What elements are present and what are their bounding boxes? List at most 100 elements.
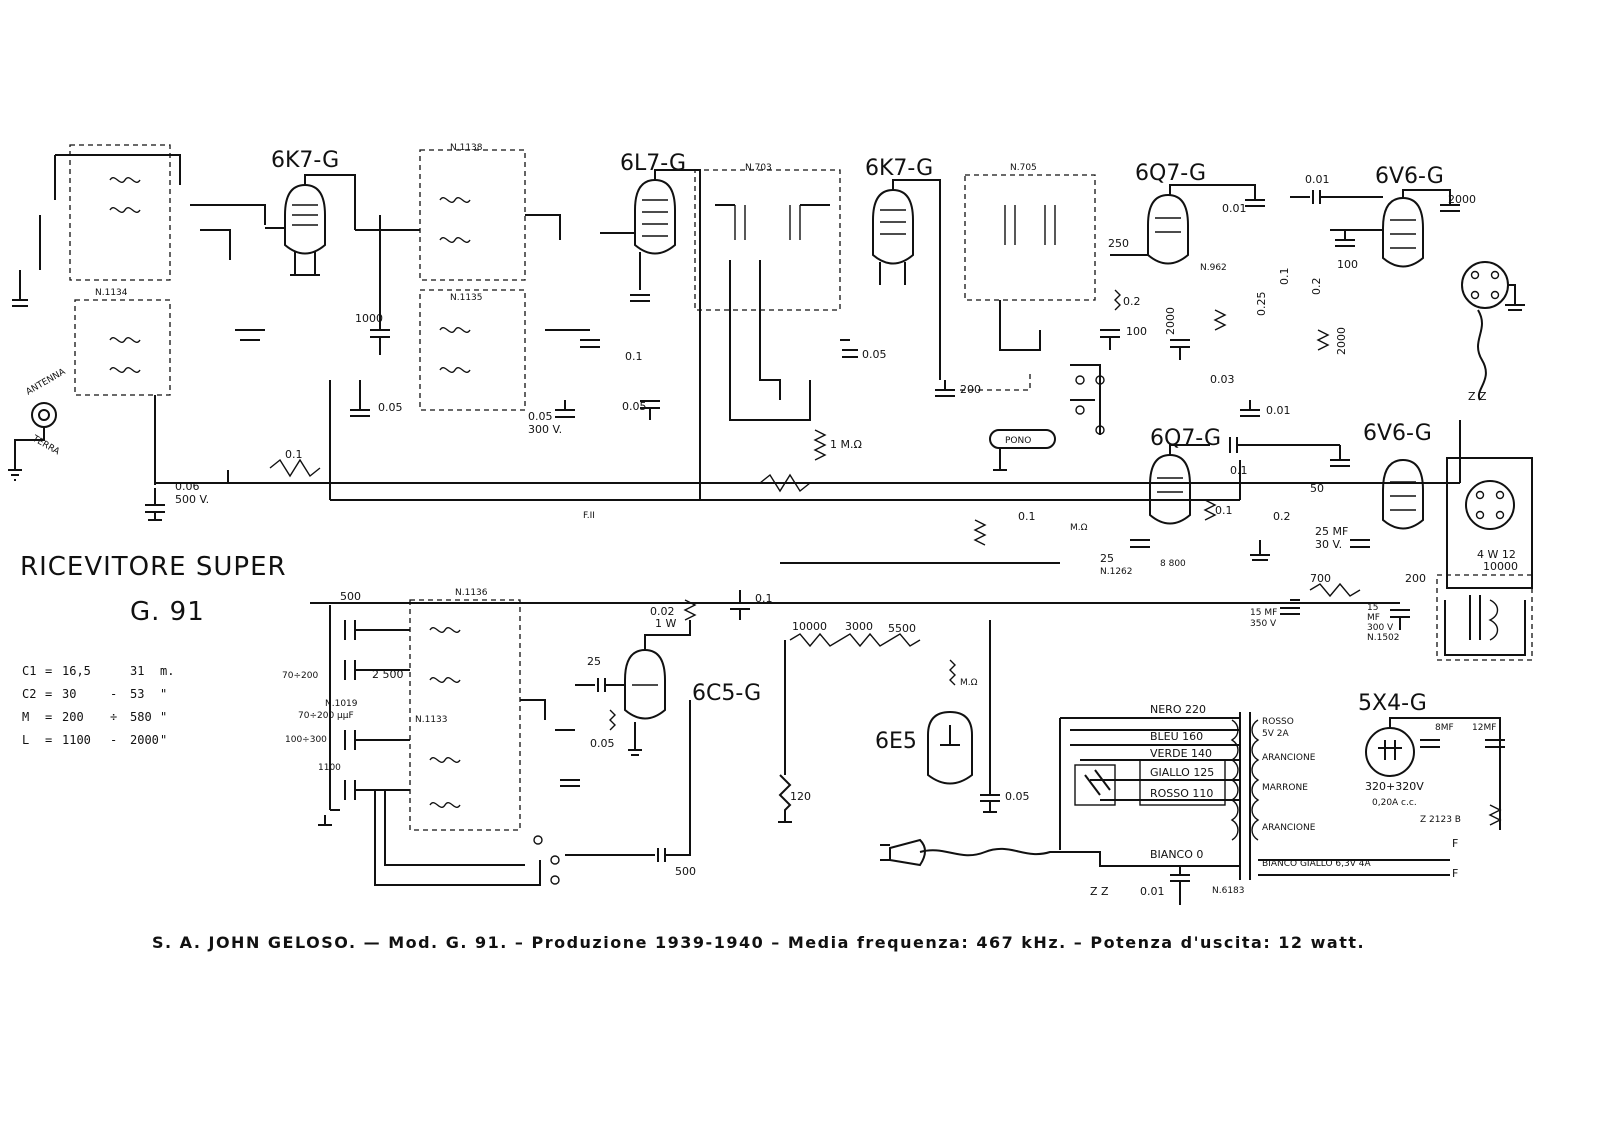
c-0-05f-label: 0.05 [1005,790,1030,803]
tube-6q7g-bottom-label: 6Q7-G [1150,426,1221,451]
range-unit: " [160,733,167,747]
range-unit: " [160,687,167,701]
range-unit: m. [160,664,174,678]
coil-n703-label: N.703 [745,163,772,173]
tube-6q7g-bottom: 6Q7-G 0.1 0.1 25 N.1262 0.2 8 800 0.1 M.… [1018,426,1340,577]
tube-6v6g-top-label: 6V6-G [1375,164,1444,189]
range-to: 53 [130,687,144,701]
c-0-2c-label: 0.2 [1273,510,1291,523]
r-5500-label: 5500 [888,622,916,635]
c-2000b-label: 2000 [1335,327,1348,355]
range-band: L [22,733,29,747]
r-3000-label: 3000 [845,620,873,633]
tube-6e5-label: 6E5 [875,729,917,754]
c-300v-label: 300 V. [528,423,562,436]
c-0-1d-label: 0.1 [1230,464,1248,477]
c-0-25-label: 0.25 [1255,292,1268,317]
f1-label: F [1452,837,1458,850]
range-sep: - [110,687,117,701]
if-coil-705: N.705 PONO [960,163,1105,546]
sec-rosso-label: ROSSO [1262,717,1294,727]
tap-rosso-label: ROSSO 110 [1150,787,1213,800]
range-unit: " [160,710,167,724]
range-from: 16,5 [62,664,91,678]
c-350v-label: 350 V [1250,619,1277,629]
r-10000-label: 10000 [792,620,827,633]
c-0-1a-label: 0.1 [285,448,303,461]
c-15-label: 15 [1367,603,1378,613]
c-0-05a-label: 0.05 [378,401,403,414]
c-0-2a-label: 0.2 [1123,295,1141,308]
coil-n1136-label: N.1136 [455,588,488,598]
tube-6q7g-top-label: 6Q7-G [1135,161,1206,186]
c-0-1e-label: 0.1 [1018,510,1036,523]
range-band: C1 [22,664,36,678]
c-800-label: 8 800 [1160,559,1186,569]
zz-top-label: Z Z [1468,390,1487,403]
range-to: 31 [130,664,144,678]
r-0-1-label: 0.1 [1215,504,1233,517]
antenna-label: ANTENNA [25,367,69,398]
tube-6k7g-rf: 6K7-G [265,148,356,276]
r-120-label: 120 [790,790,811,803]
b-plus-rail [155,380,1461,604]
tube-6l7g-label: 6L7-G [620,151,686,176]
coil-n1135-label: N.1135 [450,293,483,303]
c-500v-label: 500 V. [175,493,209,506]
c-8mf-label: 8MF [1435,723,1454,733]
pono-label: PONO [1005,436,1031,446]
range-band: M [22,710,29,724]
c-12mf-label: 12MF [1472,723,1496,733]
range-to: 2000 [130,733,159,747]
tap-nero-label: NERO 220 [1150,703,1206,716]
c-part-label: F.II [583,511,595,521]
c-0-01c-label: 0.01 [1305,173,1330,186]
c-25a-label: 25 [1100,552,1114,565]
tube-6k7g-if-label: 6K7-G [865,156,933,181]
zz-bottom-label: Z Z [1090,885,1109,898]
if-coils-1138-1135: N.1138 N.1135 1000 0.05 0.05 300 V. 0.1 [227,143,600,483]
c-100b-label: 100 [1337,258,1358,271]
c-0-1b-label: 0.1 [625,350,643,363]
tube-6l7g: 6L7-G 0.1 0.05 F.II [583,151,701,521]
tap-giallo-label: GIALLO 125 [1150,766,1214,779]
r-200-label: 200 [1405,572,1426,585]
sec-marrone-label: MARRONE [1262,783,1308,793]
range-eq: = [45,733,52,747]
c-0-1c-label: 0.1 [1278,268,1291,286]
tube-6k7g-rf-label: 6K7-G [271,148,339,173]
coil-n1262-label: N.1262 [1100,567,1133,577]
range-eq: = [45,687,52,701]
dyn-label: Z 2123 B [1420,815,1461,825]
power-supply: 5X4-G NERO 220 BLEU 160 VERDE 140 GIALLO… [880,691,1505,905]
tube-6v6g-top: 6V6-G 100 0.01 0.1 0.2 2000 2000 Z Z [1278,164,1525,403]
c-1100-label: 1100 [318,763,341,773]
c-1000-label: 1000 [355,312,383,325]
speaker: 4 W 12 10000 [1436,457,1533,661]
speaker-value: 10000 [1483,560,1518,573]
tap-bianco-label: BIANCO 0 [1150,848,1203,861]
c-mf-label: MF [1367,613,1380,623]
c-100-300-label: 100÷300 [285,735,327,745]
c-0-2b-label: 0.2 [1310,278,1323,296]
c-0-05c-label: 0.05 [622,400,647,413]
tube-5x4g-label: 5X4-G [1358,691,1427,716]
terra-label: TERRA [30,433,62,457]
range-sep: ÷ [110,710,117,724]
c-2500-label: 2 500 [372,668,404,681]
antenna-section: ANTENNA TERRA N.1134 0.06 500 V. [8,144,266,521]
tube-6v6g-bottom-label: 6V6-G [1363,421,1432,446]
sec-sv-label: 5V 2A [1262,729,1289,739]
c-0-05d-label: 0.05 [862,348,887,361]
coil-n1138-label: N.1138 [450,143,483,153]
c-25mf-label: 25 MF [1315,525,1348,538]
sec-arancione2-label: ARANCIONE [1262,823,1316,833]
footer-caption: S. A. JOHN GELOSO. — Mod. G. 91. – Produ… [152,933,1365,952]
c-500a-label: 500 [340,590,361,603]
c-500b-label: 500 [675,865,696,878]
c-50-label: 50 [1310,482,1324,495]
tube-6e5: 6E5 10000 3000 5500 120 M.Ω 0.05 [778,620,1030,823]
range-from: 30 [62,687,76,701]
